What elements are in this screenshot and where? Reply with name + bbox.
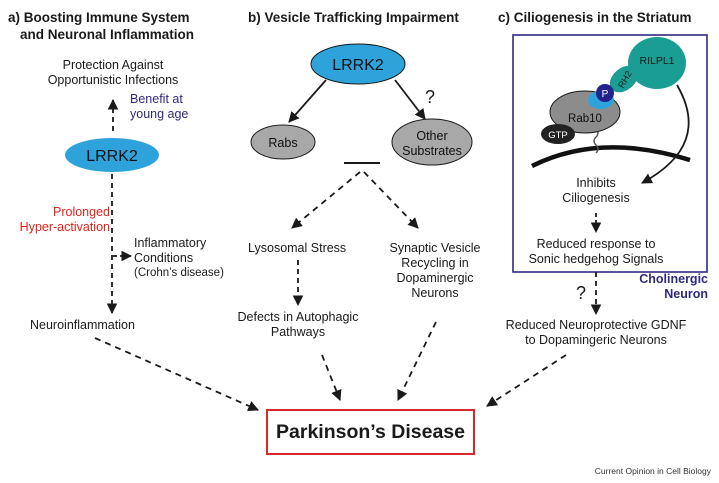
rilpl1-label: RILPL1 xyxy=(639,55,674,67)
defects-text: Defects in Autophagic Pathways xyxy=(226,310,370,340)
gtp-oval xyxy=(541,124,575,144)
lrrk2-oval-b xyxy=(310,43,406,85)
other-substrates-label-1: Other xyxy=(416,129,447,143)
credit-text: Current Opinion in Cell Biology xyxy=(594,466,711,476)
inhibits-line1: Inhibits xyxy=(576,176,616,190)
reduced-line1: Reduced response to xyxy=(536,237,656,251)
gdnf-line1: Reduced Neuroprotective GDNF xyxy=(505,318,687,332)
panel-b-title: b) Vesicle Trafficking Impairment xyxy=(248,10,459,25)
rabs-oval xyxy=(250,124,316,160)
arrow-to-lysosomal xyxy=(291,171,361,229)
lrrk2-oval-a xyxy=(65,138,159,172)
benefit-line2: young age xyxy=(130,107,189,121)
rabs-label: Rabs xyxy=(268,136,297,150)
cell-membrane xyxy=(530,145,691,169)
arrow-lrrk2-to-other xyxy=(394,79,426,120)
inflammatory-line2: Conditions xyxy=(134,251,194,265)
arrow-inhibits-ciliogenesis xyxy=(641,84,690,184)
prolonged-line1: Prolonged xyxy=(53,205,110,219)
inflammatory-text: Inflammatory Conditions (Crohn’s disease… xyxy=(134,236,224,281)
other-substrates-label-2: Substrates xyxy=(402,144,462,158)
synaptic-line4: Neurons xyxy=(411,286,459,300)
rab10-label: Rab10 xyxy=(568,113,602,125)
membrane-anchor xyxy=(593,128,599,154)
arrow-synaptic-to-pd xyxy=(397,321,437,401)
gdnf-line2: to Dopamingeric Neurons xyxy=(525,333,667,347)
synaptic-line2: Recycling in xyxy=(401,256,469,270)
benefit-text: Benefit at young age xyxy=(130,92,188,122)
reduced-response-text: Reduced response to Sonic hedgehog Signa… xyxy=(516,237,676,267)
gtp-label: GTP xyxy=(548,130,568,141)
question-mark-c: ? xyxy=(576,283,586,303)
parkinsons-disease-box: Parkinson’s Disease xyxy=(266,409,475,455)
crohns-text: (Crohn’s disease) xyxy=(134,267,224,279)
synaptic-line1: Synaptic Vesicle xyxy=(389,241,481,255)
protection-line1: Protection Against xyxy=(62,58,164,72)
gdnf-text: Reduced Neuroprotective GDNF to Dopaming… xyxy=(498,318,694,348)
arrow-gdnf-to-pd xyxy=(486,354,567,407)
rh2-oval xyxy=(609,65,639,93)
inhibits-line2: Ciliogenesis xyxy=(562,191,630,205)
cholinergic-neuron-label: Cholinergic Neuron xyxy=(624,272,708,302)
rilpl1-oval xyxy=(628,37,686,89)
lrrk2-label-b: LRRK2 xyxy=(332,57,384,74)
inhibits-text: Inhibits Ciliogenesis xyxy=(546,176,646,206)
neuroinflammation-text: Neuroinflammation xyxy=(30,318,135,332)
other-substrates-oval xyxy=(391,118,473,166)
inflammatory-line1: Inflammatory xyxy=(134,236,207,250)
benefit-line1: Benefit at xyxy=(130,92,183,106)
arrow-lrrk2-to-rabs xyxy=(288,79,327,123)
phospho-label: P xyxy=(602,89,609,100)
cholinergic-line1: Cholinergic xyxy=(639,272,708,286)
arrow-defects-to-pd xyxy=(321,354,342,402)
cholinergic-neuron-box xyxy=(512,34,708,273)
cholinergic-line2: Neuron xyxy=(664,287,708,301)
panel-a-title-line1: a) Boosting Immune System xyxy=(8,10,190,25)
panel-c-title: c) Ciliogenesis in the Striatum xyxy=(498,10,692,25)
panel-a-title-line2: and Neuronal Inflammation xyxy=(20,27,195,42)
arrow-neuroinflammation-to-pd xyxy=(94,337,259,412)
protection-text: Protection Against Opportunistic Infecti… xyxy=(20,58,206,88)
reduced-line2: Sonic hedgehog Signals xyxy=(528,252,664,266)
arrow-to-synaptic xyxy=(363,171,419,229)
lrrk2-label-a: LRRK2 xyxy=(86,148,138,165)
prolonged-line2: Hyper-activation xyxy=(19,220,110,234)
protection-line2: Opportunistic Infections xyxy=(47,73,179,87)
question-mark-b: ? xyxy=(425,87,435,107)
synaptic-text: Synaptic Vesicle Recycling in Dopaminerg… xyxy=(370,241,500,301)
defects-line1: Defects in Autophagic xyxy=(237,310,359,324)
lysosomal-text: Lysosomal Stress xyxy=(248,241,347,255)
phospho-dark-circle xyxy=(596,84,614,102)
prolonged-text: Prolonged Hyper-activation xyxy=(10,205,110,235)
synaptic-line3: Dopaminergic xyxy=(396,271,474,285)
defects-line2: Pathways xyxy=(270,325,326,339)
parkinsons-disease-label: Parkinson’s Disease xyxy=(276,420,465,443)
